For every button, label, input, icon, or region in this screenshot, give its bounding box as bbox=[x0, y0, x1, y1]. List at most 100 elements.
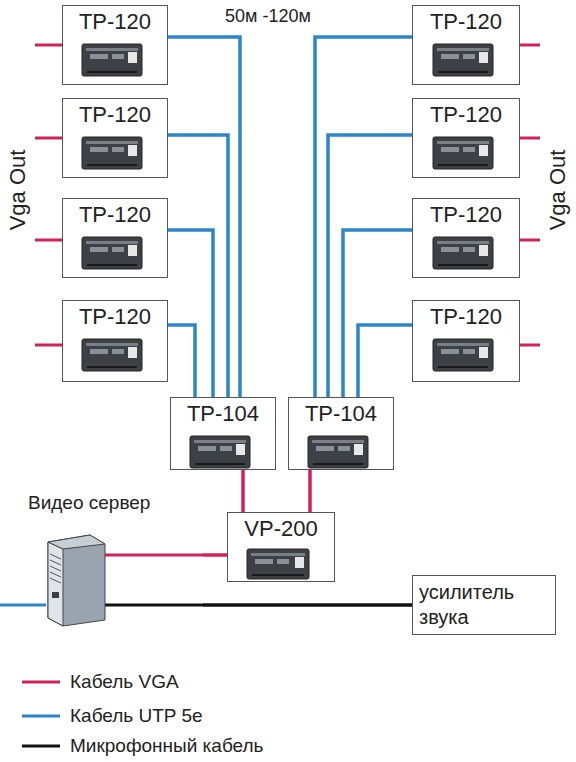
device-stripe bbox=[86, 141, 138, 144]
cable-connector bbox=[168, 135, 228, 397]
cable-connector bbox=[203, 603, 412, 607]
box-label: усилитель звука bbox=[413, 576, 555, 634]
vga-stub bbox=[35, 137, 62, 140]
device-logo bbox=[479, 245, 488, 256]
device-box: TP-120 bbox=[412, 5, 520, 85]
device-stripe bbox=[86, 343, 138, 346]
device-foot bbox=[438, 264, 488, 266]
drive-bay bbox=[50, 554, 61, 559]
device-port bbox=[112, 349, 124, 354]
device-body bbox=[82, 44, 142, 76]
device-name: TP-120 bbox=[413, 301, 519, 330]
port-label: Vga Out bbox=[5, 150, 31, 231]
device-logo bbox=[128, 245, 137, 256]
device-name: TP-120 bbox=[413, 199, 519, 228]
device-stripe bbox=[251, 553, 305, 556]
distance-label: 50м -120м bbox=[225, 6, 311, 27]
device-port bbox=[112, 147, 124, 152]
device-box: TP-120 bbox=[62, 5, 168, 85]
device-foot bbox=[195, 463, 245, 465]
mic-stub bbox=[103, 604, 203, 607]
device-port bbox=[441, 349, 459, 354]
device-illustration bbox=[228, 547, 328, 581]
device-port bbox=[255, 559, 273, 564]
cable-connector bbox=[328, 135, 412, 397]
device-port bbox=[441, 147, 459, 152]
cable-connector bbox=[315, 37, 412, 397]
device-port bbox=[441, 247, 459, 252]
device-port bbox=[463, 54, 475, 59]
drive-bay bbox=[50, 572, 61, 577]
cable-connector bbox=[203, 553, 227, 557]
device-port bbox=[463, 349, 475, 354]
server-front bbox=[48, 542, 63, 626]
drive-bay bbox=[50, 578, 61, 583]
device-illustration bbox=[289, 434, 387, 470]
device-illustration bbox=[413, 135, 513, 171]
device-box: TP-120 bbox=[62, 98, 168, 178]
legend-sample bbox=[22, 745, 60, 748]
device-name: TP-120 bbox=[413, 99, 519, 128]
device-port bbox=[90, 349, 108, 354]
device-body bbox=[82, 237, 142, 269]
legend-sample bbox=[22, 715, 60, 718]
port-label: Vga Out bbox=[545, 150, 571, 231]
device-box: TP-120 bbox=[62, 198, 168, 278]
legend-sample bbox=[22, 681, 60, 684]
device-illustration bbox=[413, 337, 513, 373]
device-port bbox=[90, 247, 108, 252]
device-name: VP-200 bbox=[228, 513, 334, 542]
device-stripe bbox=[437, 141, 489, 144]
device-port bbox=[441, 54, 459, 59]
legend-text: Кабель UTP 5е bbox=[70, 705, 203, 727]
device-body bbox=[247, 549, 309, 579]
device-port bbox=[277, 559, 289, 564]
device-name: TP-120 bbox=[63, 6, 167, 35]
device-foot bbox=[87, 264, 137, 266]
device-port bbox=[198, 446, 216, 451]
device-stripe bbox=[194, 440, 246, 443]
cable-connector bbox=[168, 325, 195, 397]
cable-connector bbox=[168, 37, 240, 397]
device-body bbox=[82, 137, 142, 169]
device-foot bbox=[438, 71, 488, 73]
cable-connector bbox=[168, 230, 213, 397]
device-box: TP-120 bbox=[62, 300, 168, 382]
drive-bay bbox=[50, 560, 61, 565]
device-name: Видео сервер bbox=[28, 492, 203, 514]
device-name: TP-120 bbox=[63, 301, 167, 330]
device-logo bbox=[479, 52, 488, 63]
device-logo bbox=[128, 347, 137, 358]
device-logo bbox=[236, 444, 245, 455]
device-body bbox=[82, 339, 142, 371]
device-illustration bbox=[413, 235, 513, 271]
device-name: TP-104 bbox=[171, 398, 275, 427]
device-logo bbox=[479, 145, 488, 156]
device-stripe bbox=[312, 440, 364, 443]
cable-connector bbox=[358, 325, 412, 397]
vga-stub bbox=[35, 344, 62, 347]
device-name: TP-120 bbox=[413, 6, 519, 35]
vga-stub bbox=[35, 44, 62, 47]
device-illustration bbox=[63, 135, 161, 171]
device-illustration bbox=[63, 235, 161, 271]
amplifier-box: усилитель звука bbox=[412, 575, 556, 635]
server-case bbox=[48, 535, 105, 626]
device-foot bbox=[313, 463, 363, 465]
device-port bbox=[316, 446, 334, 451]
device-foot bbox=[252, 574, 304, 576]
device-foot bbox=[87, 366, 137, 368]
device-port bbox=[463, 147, 475, 152]
vga-stub bbox=[35, 239, 62, 242]
server-top bbox=[48, 535, 105, 549]
power-button bbox=[52, 592, 59, 598]
device-port bbox=[463, 247, 475, 252]
vga-stub bbox=[103, 554, 203, 557]
device-logo bbox=[354, 444, 363, 455]
network-stub bbox=[0, 604, 46, 607]
device-stripe bbox=[86, 48, 138, 51]
device-body bbox=[433, 339, 493, 371]
cable-connector bbox=[241, 470, 245, 512]
cable-connector bbox=[343, 230, 412, 397]
device-box: VP-200 bbox=[227, 512, 335, 582]
